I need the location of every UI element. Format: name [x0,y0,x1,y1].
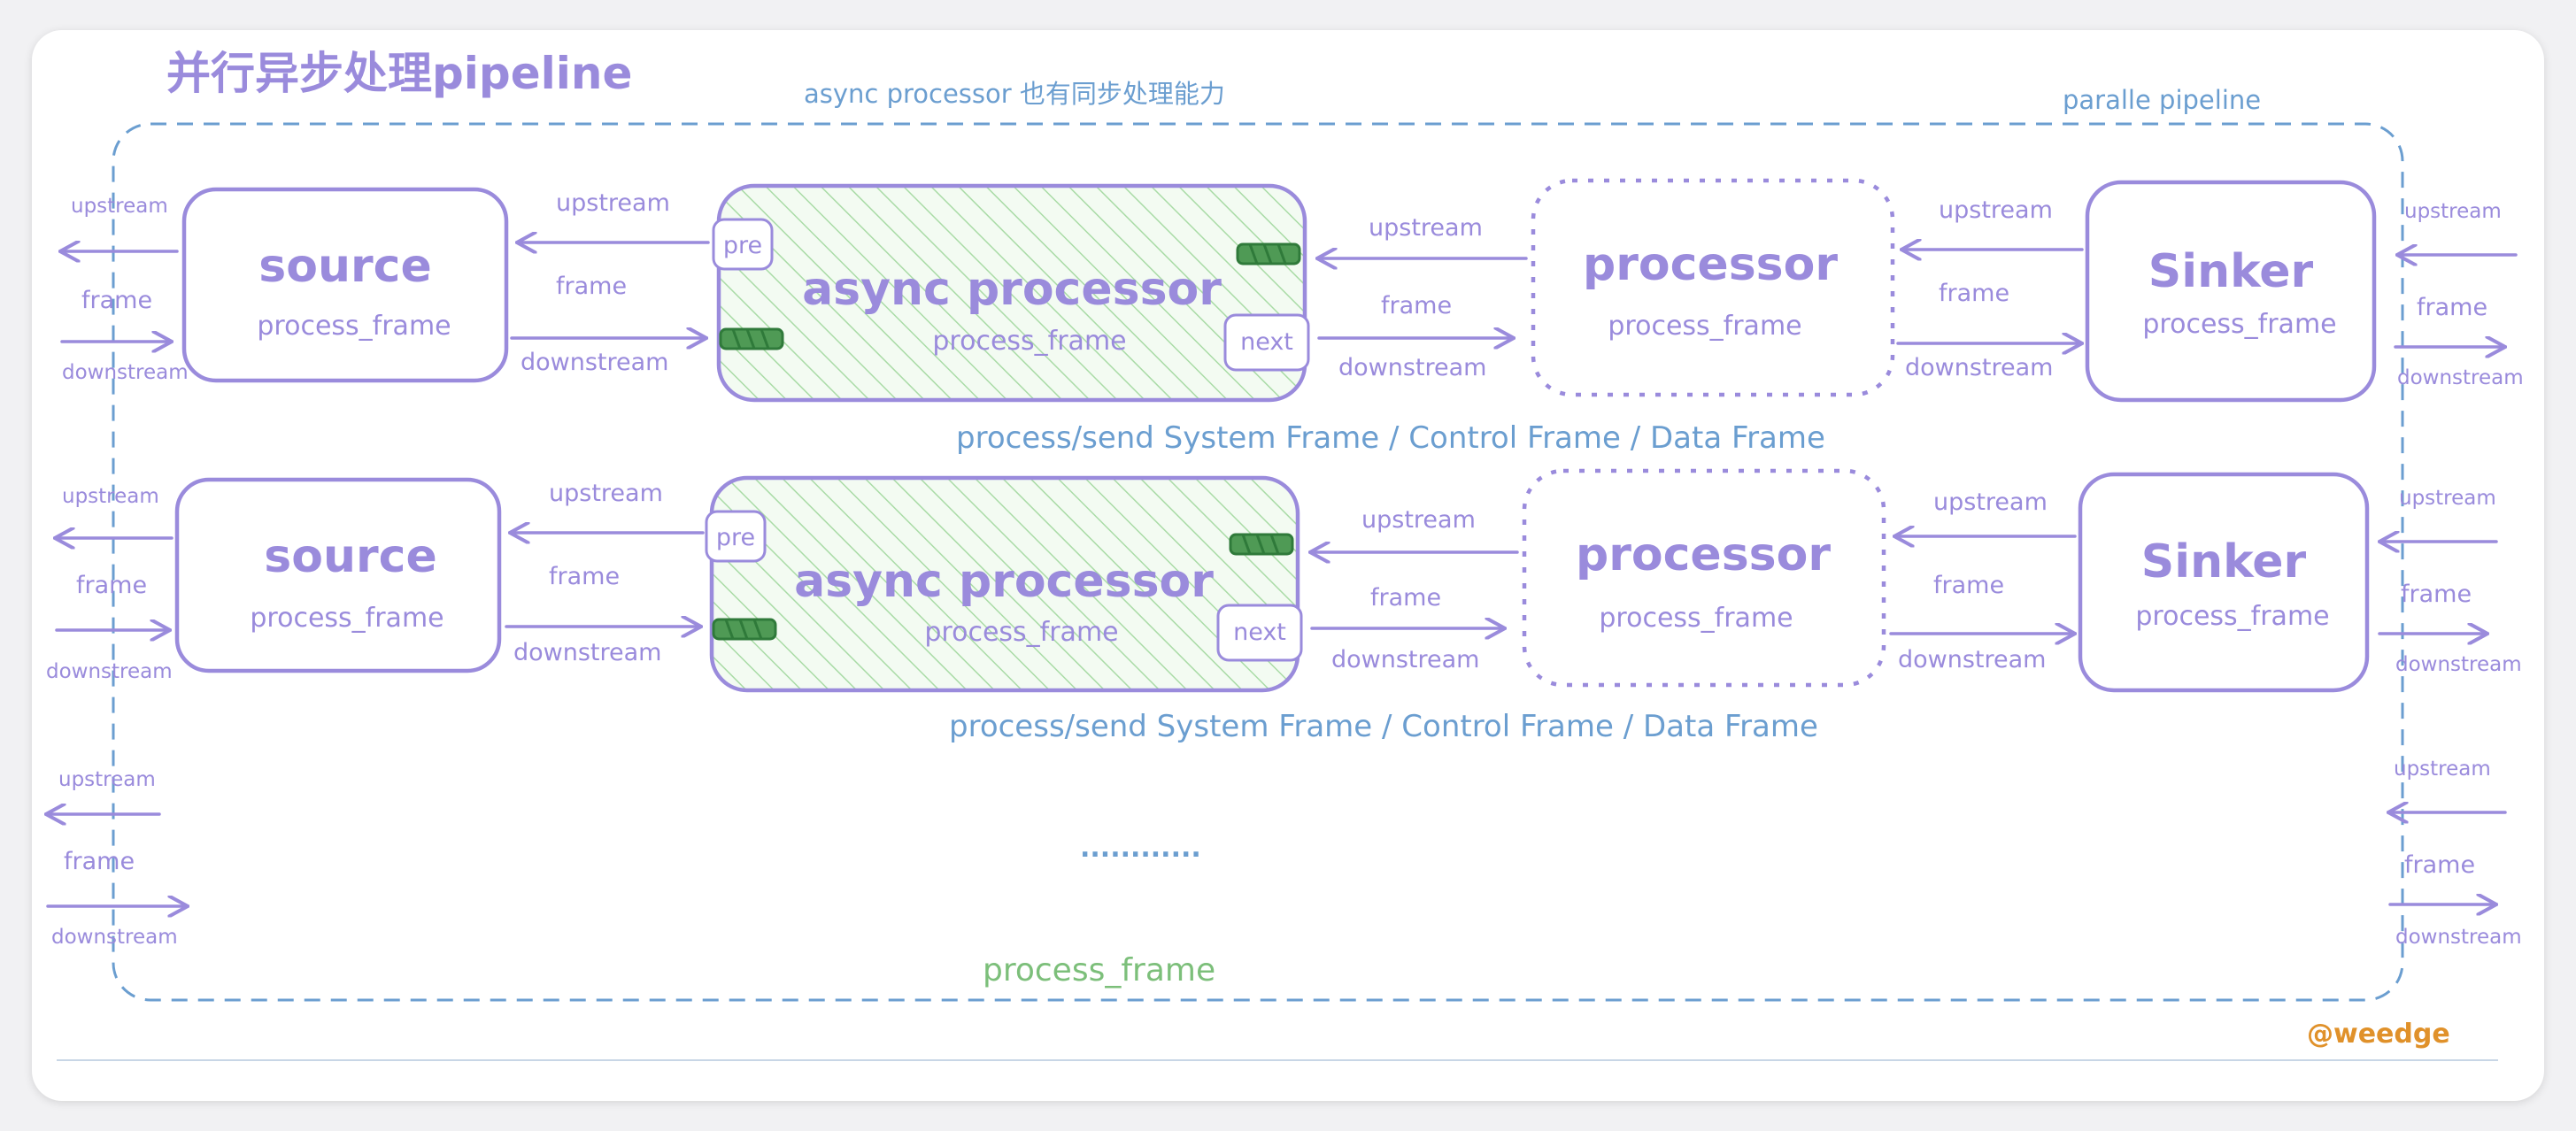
edge-label-downstream: downstream [62,361,189,384]
sinker-node [2085,180,2377,403]
sinker-node [2078,472,2370,693]
pre-label: pre [723,232,762,259]
source-node [174,477,502,673]
pre-label: pre [716,524,755,551]
source-title: source [258,240,431,293]
edge-label-downstream: downstream [51,926,178,949]
async-processor-title: async processor [794,555,1214,608]
edge-label-frame: frame [2404,851,2475,879]
source-subtitle: process_frame [257,311,451,342]
edge-label-frame: frame [1370,584,1441,612]
edge-label-downstream: downstream [521,349,668,376]
edge-label-downstream: downstream [2395,926,2522,949]
edge-label-downstream: downstream [1331,646,1479,673]
next-queue-box [1216,604,1303,662]
queue-chain-icon [712,618,777,641]
edge-label-upstream: upstream [549,480,663,507]
row-caption: process/send System Frame / Control Fram… [949,709,1818,744]
sinker-title: Sinker [2148,245,2314,298]
edge-label-upstream: upstream [1939,196,2053,224]
queue-chain-icon [719,327,784,350]
sinker-title: Sinker [2141,535,2307,589]
edge-label-upstream: upstream [2404,200,2502,223]
edge-label-downstream: downstream [1338,354,1486,381]
async-processor-title: async processor [802,263,1222,316]
edge-label-downstream: downstream [513,639,661,666]
async-processor-subtitle: process_frame [932,326,1126,357]
edge-label-downstream: downstream [46,660,173,683]
sinker-subtitle: process_frame [2142,309,2336,340]
pipeline-row-1: upstream frame downstream source process… [62,178,2524,456]
edge-label-upstream: upstream [1369,214,1483,242]
pipeline-row-more: upstream frame downstream ............ u… [48,758,2522,949]
sinker-subtitle: process_frame [2135,601,2329,632]
edge-label-frame: frame [1933,572,2004,599]
edge-label-frame: frame [1939,280,2009,307]
async-note: async processor 也有同步处理能力 [804,79,1225,109]
next-label: next [1240,328,1293,356]
processor-subtitle: process_frame [1599,603,1793,634]
edge-label-downstream: downstream [1898,646,2046,673]
source-node [181,187,509,383]
edge-label-upstream: upstream [2394,758,2491,781]
edge-label-frame: frame [549,563,620,590]
parallel-note: paralle pipeline [2063,85,2261,115]
queue-chain-icon [1236,242,1301,265]
next-queue-box [1223,313,1310,372]
edge-label-frame: frame [64,848,135,875]
edge-label-upstream: upstream [2399,487,2496,510]
processor-title: processor [1583,238,1838,291]
processor-title: processor [1576,528,1831,581]
footer-process-frame: process_frame [983,952,1215,989]
pre-queue-box [712,218,774,271]
edge-label-frame: frame [2417,294,2487,321]
pre-queue-box [705,510,767,563]
processor-subtitle: process_frame [1608,311,1801,342]
edge-label-frame: frame [81,287,152,314]
queue-chain-icon [1229,533,1294,556]
edge-label-upstream: upstream [62,485,159,508]
edge-label-upstream: upstream [58,768,156,791]
edge-label-upstream: upstream [71,195,168,218]
edge-label-downstream: downstream [2397,366,2524,389]
row-caption: process/send System Frame / Control Fram… [956,420,1825,456]
edge-label-downstream: downstream [1905,354,2053,381]
edge-label-frame: frame [1381,292,1452,319]
source-subtitle: process_frame [250,603,443,634]
ellipsis-more-rows: ............ [1080,833,1201,864]
edge-label-downstream: downstream [2395,653,2522,676]
async-processor-subtitle: process_frame [924,617,1118,648]
diagram-title: 并行异步处理pipeline [166,48,632,99]
processor-node [1531,178,1895,397]
source-title: source [264,530,436,583]
edge-label-frame: frame [76,572,147,599]
edge-label-frame: frame [2401,581,2472,608]
author-tag: @weedge [2307,1019,2450,1050]
next-label: next [1233,619,1286,646]
edge-label-upstream: upstream [1361,506,1476,534]
async-processor-node [716,183,1307,403]
processor-node [1522,468,1886,688]
pipeline-row-2: upstream frame downstream source process… [46,468,2522,744]
edge-label-upstream: upstream [1933,489,2048,516]
edge-label-frame: frame [556,273,627,300]
async-processor-node [709,475,1300,693]
edge-label-upstream: upstream [556,189,670,217]
